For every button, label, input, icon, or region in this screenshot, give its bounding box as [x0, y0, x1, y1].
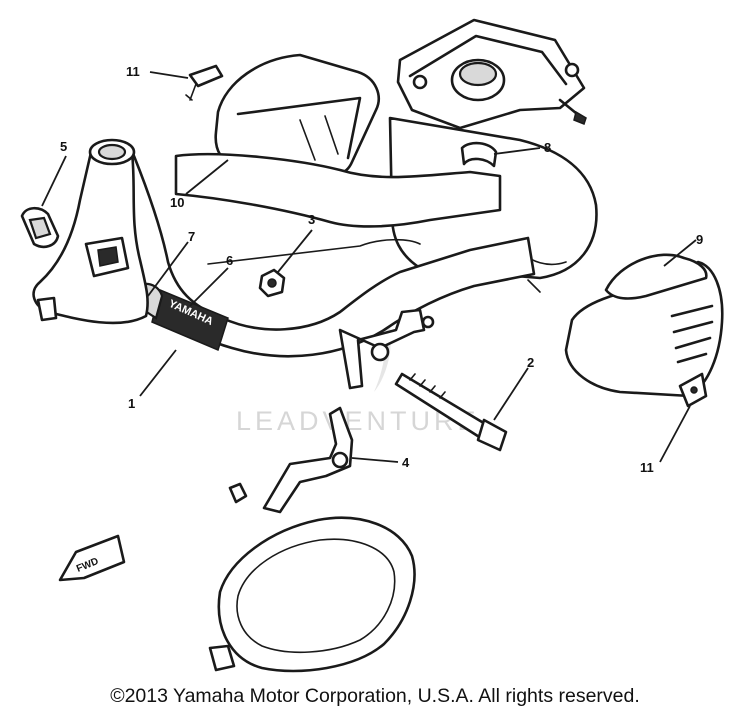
gasket	[20, 206, 60, 249]
clip-lower	[678, 372, 708, 408]
air-box-assembly	[396, 18, 587, 130]
callout-6: 6	[226, 253, 233, 268]
callout-3: 3	[308, 212, 315, 227]
callout-11-upper: 11	[126, 64, 140, 79]
callout-11-lower: 11	[640, 460, 654, 475]
callout-10: 10	[170, 195, 184, 210]
callout-8: 8	[544, 140, 551, 155]
watermark: LEADVENTURE	[236, 290, 480, 436]
clamp-band	[460, 141, 498, 168]
heat-shield-rear	[564, 253, 724, 398]
copyright-notice: ©2013 Yamaha Motor Corporation, U.S.A. A…	[110, 685, 640, 707]
callout-7: 7	[188, 229, 195, 244]
forward-arrow-icon: FWD	[58, 534, 126, 582]
exhaust-manifold-flange	[32, 138, 149, 325]
leader-lines	[41, 71, 697, 463]
nut	[258, 268, 286, 298]
callout-5: 5	[60, 139, 67, 154]
callouts: 5 7 6 1 3 2 4 8 9 10 11 11	[60, 64, 703, 475]
callout-2: 2	[527, 355, 534, 370]
callout-4: 4	[402, 455, 410, 470]
watermark-text: LEADVENTURE	[236, 406, 480, 436]
crankcase-cover	[208, 516, 416, 673]
bolt	[394, 372, 508, 452]
bracket-lower	[228, 406, 354, 514]
callout-9: 9	[696, 232, 703, 247]
exhaust-pipe: YAMAHA	[90, 142, 536, 358]
callout-1: 1	[128, 396, 135, 411]
mounting-bracket	[338, 308, 435, 390]
clip-upper	[185, 64, 224, 101]
